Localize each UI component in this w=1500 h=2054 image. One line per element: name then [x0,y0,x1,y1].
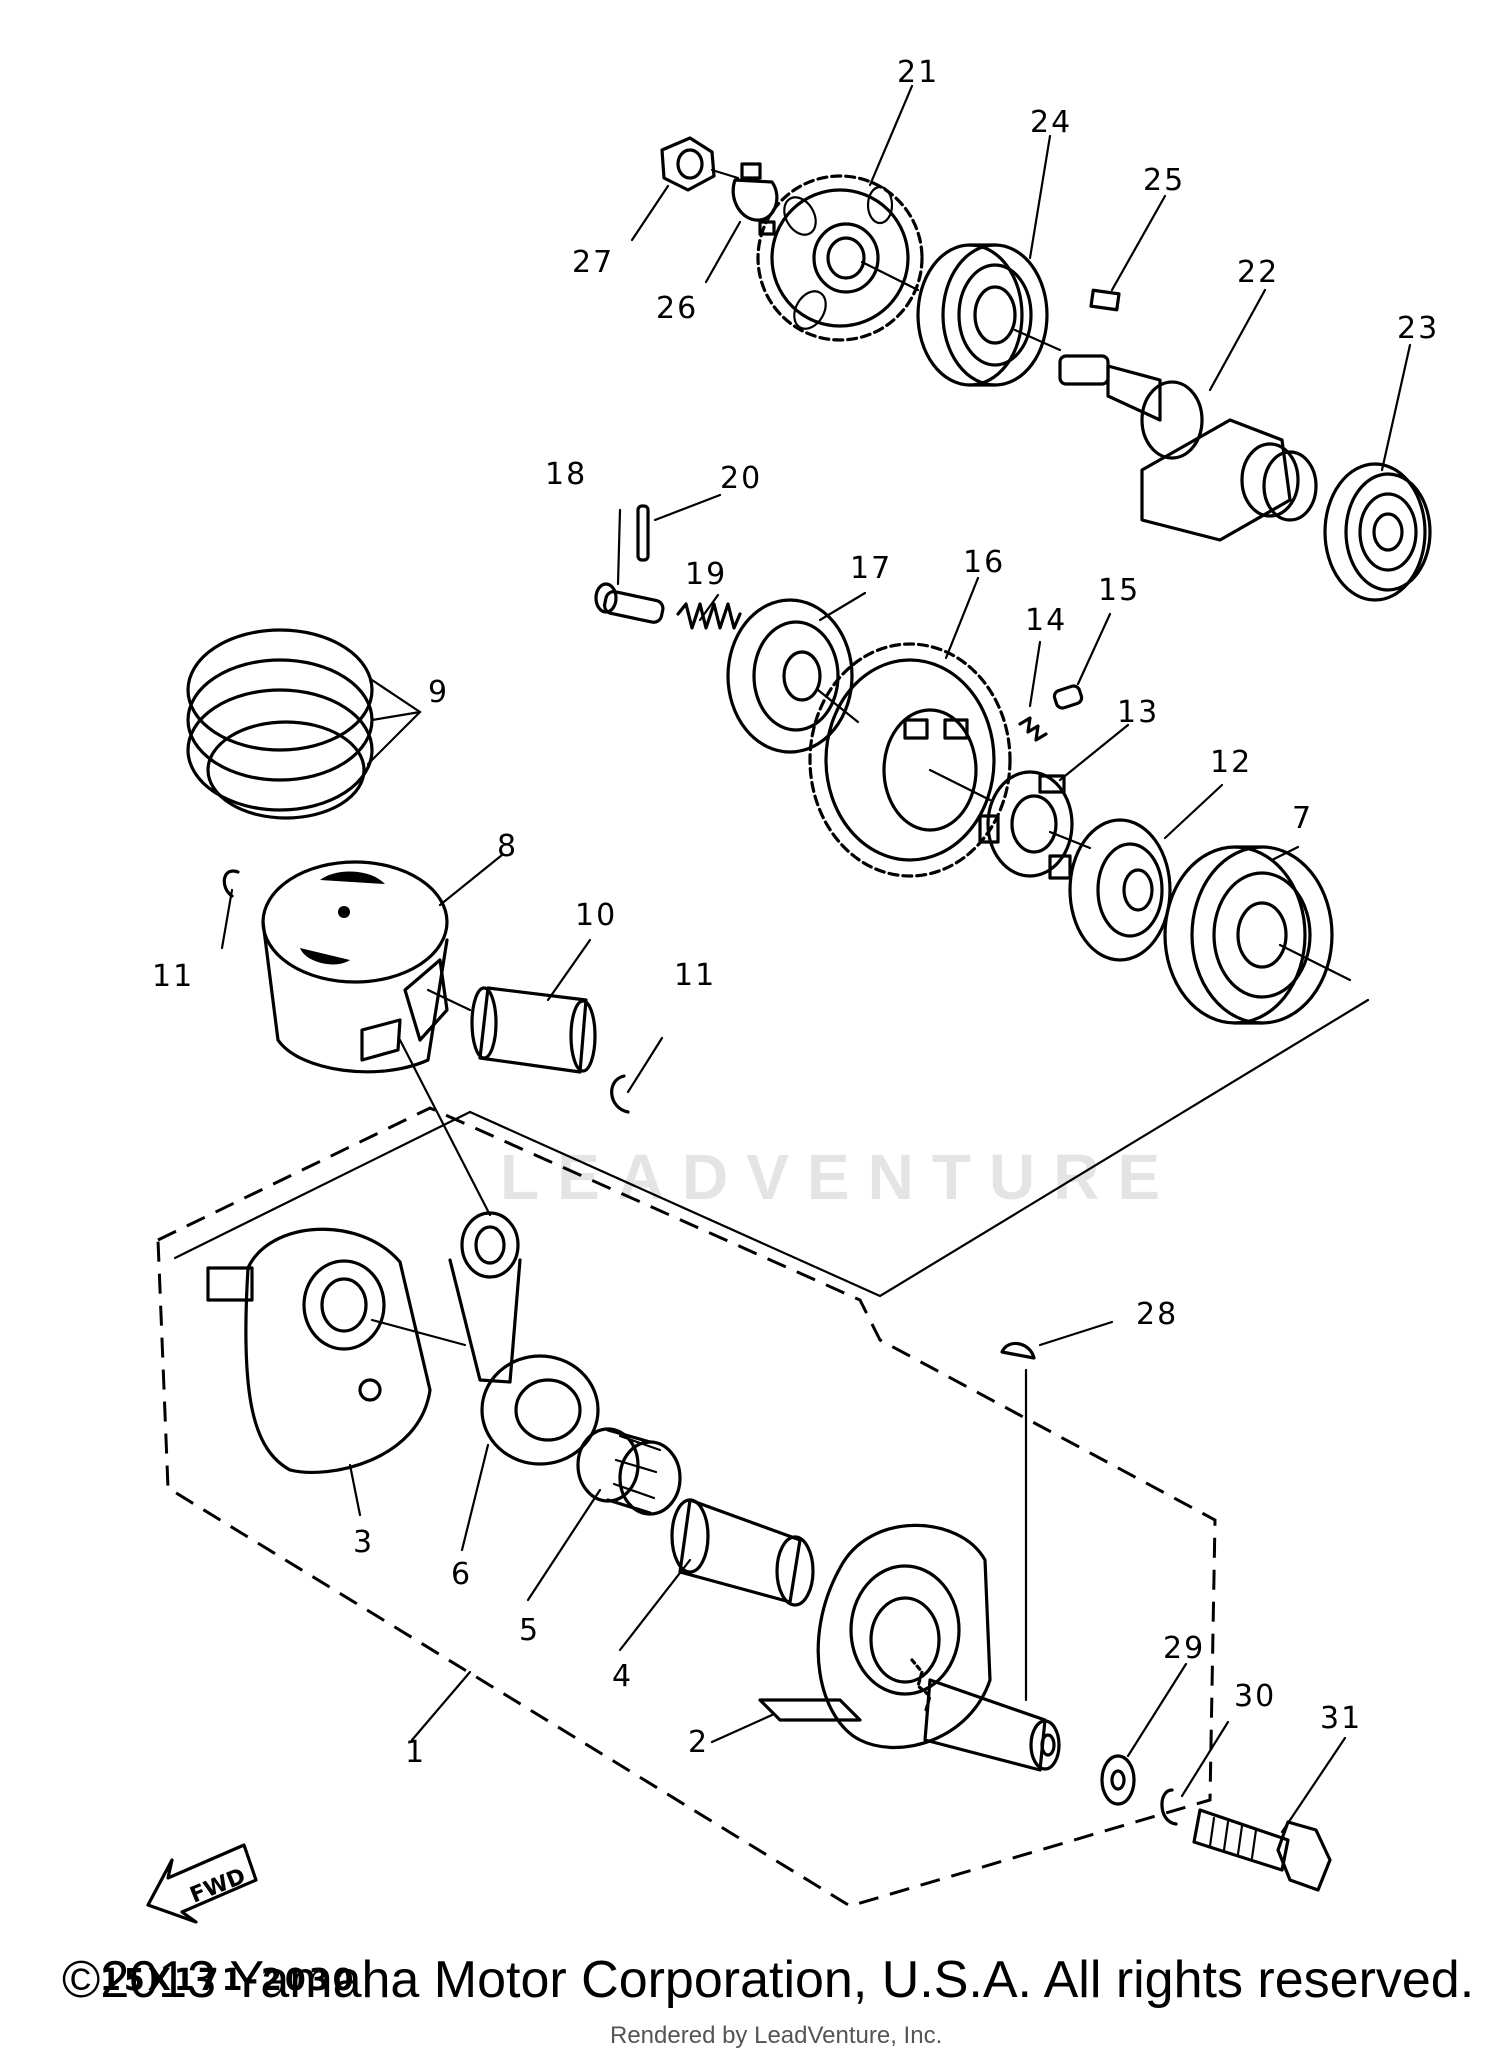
crank-pin-4 [670,1498,815,1607]
callout-25: 25 [1143,163,1185,198]
crank-half-3 [206,1227,467,1474]
crank-assembly-outline [156,1106,1217,1908]
leader-dividing-line [173,998,1370,1298]
circlip-11-right [610,1074,630,1114]
callout-7: 7 [1292,801,1313,836]
crank-half-2 [758,1523,1061,1772]
plate-17 [726,598,860,754]
callout-17: 17 [850,551,892,586]
fwd-arrow-icon: FWD [146,1843,258,1924]
conrod-6 [448,1211,600,1466]
nut-27 [660,136,740,192]
piston-pin-10 [470,986,597,1074]
callout-1: 1 [405,1735,426,1770]
circlip-11-left [222,869,240,898]
callout-23: 23 [1397,311,1439,346]
callout-2: 2 [688,1725,709,1760]
pin-18 [594,582,665,624]
callout-31: 31 [1320,1701,1362,1736]
leader-lines [220,84,1412,1834]
callout-10: 10 [575,898,617,933]
watermark: LEADVENTURE [500,1141,1179,1213]
callout-30: 30 [1234,1679,1276,1714]
callout-4: 4 [612,1659,633,1694]
spring-14 [1018,716,1048,742]
callout-18: 18 [545,457,587,492]
plunger-15 [1052,684,1084,710]
bearing-7 [1163,845,1352,1025]
drawing-code: 15X171-2030 [100,1963,356,1998]
balancer-shaft-22 [1058,354,1318,542]
callouts: 1 2 3 4 5 6 7 8 9 10 11 11 12 13 14 15 1… [152,55,1439,1770]
pin-20 [636,504,650,562]
callout-28: 28 [1136,1297,1178,1332]
callout-9: 9 [428,675,449,710]
callout-22: 22 [1237,255,1279,290]
callout-26: 26 [656,291,698,326]
needle-bearing-5 [576,1427,682,1516]
callout-11-right: 11 [674,958,716,993]
callout-24: 24 [1030,105,1072,140]
fwd-label: FWD [187,1864,250,1909]
callout-11-left: 11 [152,959,194,994]
callout-21: 21 [897,55,939,90]
washer-29 [1100,1754,1136,1806]
callout-20: 20 [720,461,762,496]
callout-6: 6 [451,1557,472,1592]
key-25 [1089,288,1121,312]
callout-19: 19 [685,557,727,592]
piston-8 [261,860,472,1074]
callout-27: 27 [572,245,614,280]
copyright-notice: ©2013 Yamaha Motor Corporation, U.S.A. A… [62,1951,1475,2009]
woodruff-key-28 [1000,1341,1036,1702]
gear-21 [756,174,924,342]
rendered-by-notice: Rendered by LeadVenture, Inc. [610,2022,943,2049]
plate-12 [1068,818,1172,962]
callout-14: 14 [1025,603,1067,638]
bearing-23 [1323,462,1432,602]
clutch-hub-13 [978,770,1092,880]
callout-15: 15 [1098,573,1140,608]
callout-16: 16 [963,545,1005,580]
spring-19 [676,602,742,630]
callout-3: 3 [353,1525,374,1560]
piston-rings-9 [186,628,374,820]
bearing-24 [916,243,1062,387]
gear-16 [808,642,1012,878]
callout-5: 5 [519,1613,540,1648]
bolt-31 [1192,1808,1332,1892]
lock-washer-30 [1160,1788,1178,1826]
callout-12: 12 [1210,745,1252,780]
callout-8: 8 [497,829,518,864]
callout-13: 13 [1117,695,1159,730]
callout-29: 29 [1163,1631,1205,1666]
